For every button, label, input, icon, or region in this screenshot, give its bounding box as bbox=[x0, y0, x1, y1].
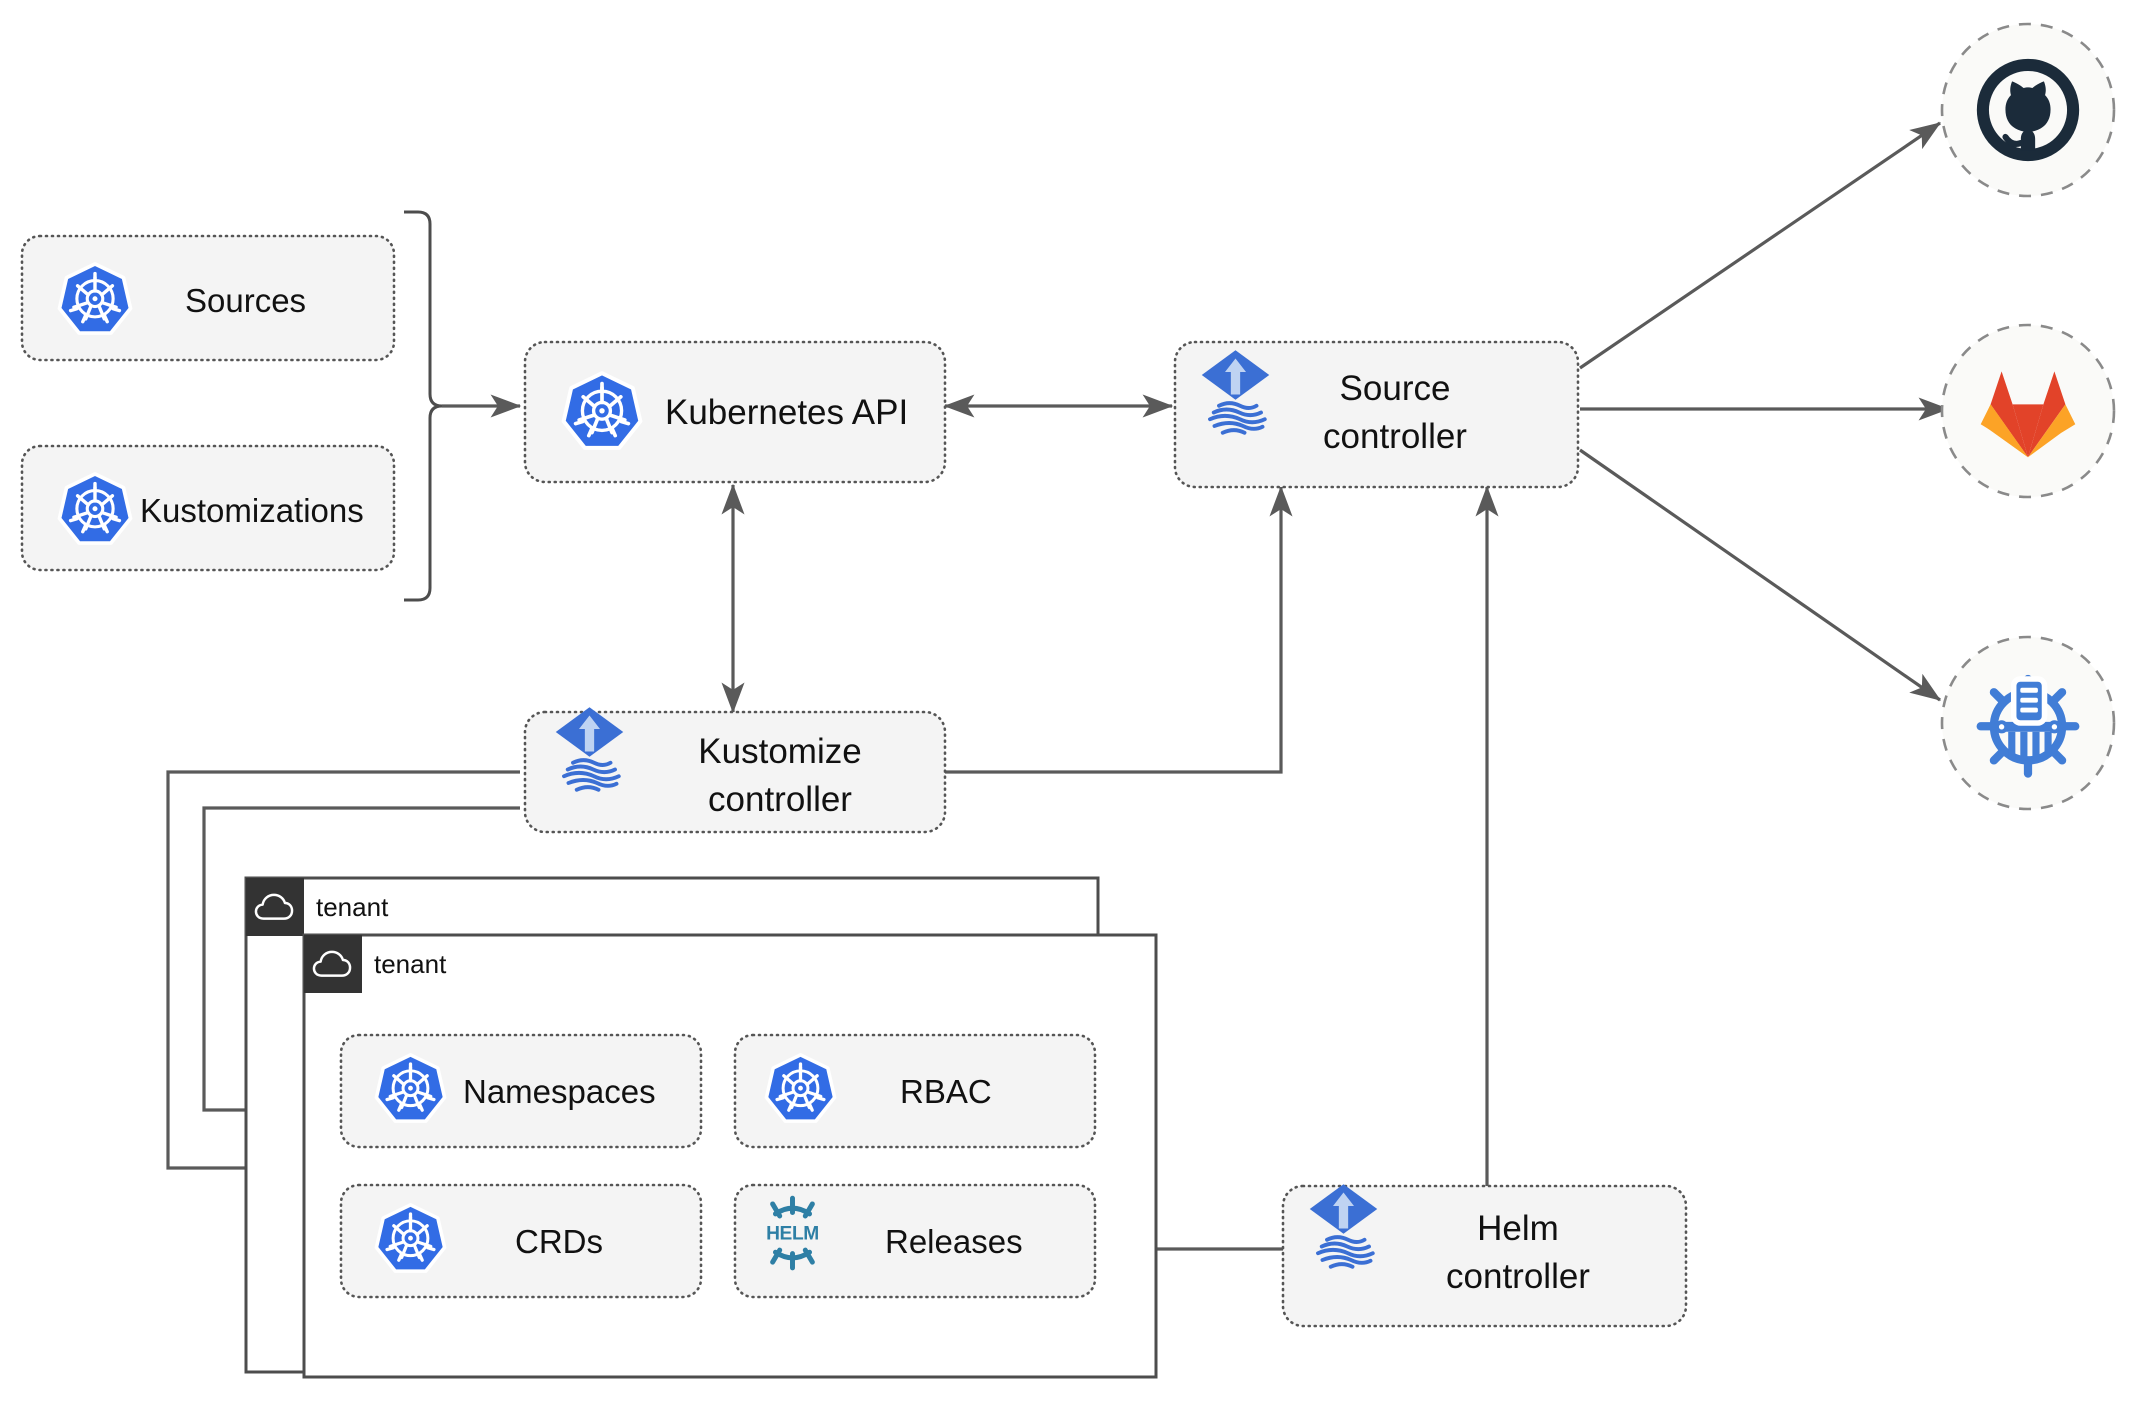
node-kubernetes-api[interactable]: Kubernetes API bbox=[523, 340, 947, 484]
helm-controller-label-line2: controller bbox=[1446, 1257, 1590, 1296]
kubernetes-icon bbox=[374, 1203, 447, 1273]
tenant-inner-tab bbox=[304, 935, 362, 993]
source-controller-label-line2: controller bbox=[1323, 417, 1467, 456]
helm-controller-label-line1: Helm bbox=[1477, 1209, 1559, 1248]
kubernetes-icon bbox=[57, 472, 133, 545]
tenant-inner-label: tenant bbox=[374, 949, 447, 979]
source-controller-box bbox=[1173, 340, 1580, 489]
kubernetes-icon bbox=[764, 1053, 837, 1123]
kubernetes-icon bbox=[564, 373, 641, 448]
source-controller-label-line1: Source bbox=[1340, 369, 1451, 408]
kustomizations-label: Kustomizations bbox=[140, 492, 364, 529]
kustomize-controller-box bbox=[523, 710, 947, 834]
rbac-box bbox=[733, 1033, 1097, 1149]
tenant-inner-container[interactable]: tenant bbox=[302, 933, 1158, 1379]
tenant-inner-frame bbox=[302, 933, 1158, 1379]
helm-controller-box bbox=[1281, 1184, 1688, 1328]
helm-icon bbox=[766, 1198, 819, 1268]
resource-box-kustomizations[interactable]: Kustomizations bbox=[20, 444, 396, 572]
tenant-resource-rbac[interactable]: RBAC bbox=[733, 1033, 1097, 1149]
kubernetes-api-box bbox=[523, 340, 947, 484]
arrow-source-controller-to-artifact-repo bbox=[1579, 448, 1942, 702]
connectors bbox=[166, 121, 1950, 1261]
kubernetes-icon bbox=[374, 1053, 447, 1123]
crds-label: CRDs bbox=[515, 1223, 603, 1260]
kubernetes-api-label: Kubernetes API bbox=[665, 393, 908, 432]
external-source-gitlab[interactable] bbox=[1940, 323, 2116, 499]
arrow-kustomize-to-source-controller bbox=[945, 485, 1293, 774]
sources-bracket bbox=[404, 210, 443, 602]
node-source-controller[interactable]: Source controller bbox=[1173, 340, 1580, 489]
node-kustomize-controller[interactable]: Kustomize controller bbox=[523, 705, 947, 834]
tenant-resource-releases[interactable]: Releases bbox=[733, 1183, 1097, 1299]
kustomize-controller-label-line1: Kustomize bbox=[698, 732, 861, 771]
resource-box-sources[interactable]: Sources bbox=[20, 234, 396, 362]
namespaces-label: Namespaces bbox=[463, 1073, 656, 1110]
rbac-label: RBAC bbox=[900, 1073, 992, 1110]
external-source-github[interactable] bbox=[1940, 22, 2116, 198]
releases-label: Releases bbox=[885, 1223, 1023, 1260]
artifact-repository-icon bbox=[1981, 679, 2076, 774]
node-helm-controller[interactable]: Helm controller bbox=[1281, 1182, 1688, 1328]
tenant-resource-crds[interactable]: CRDs bbox=[339, 1183, 703, 1299]
kustomize-controller-label-line2: controller bbox=[708, 780, 852, 819]
arrow-kustomize-to-tenant-outer bbox=[166, 770, 520, 1180]
external-source-artifact-repository[interactable] bbox=[1940, 635, 2116, 811]
sources-label: Sources bbox=[185, 282, 306, 319]
arrow-source-controller-to-github bbox=[1579, 121, 1942, 370]
kubernetes-icon bbox=[57, 262, 133, 335]
tenant-resource-namespaces[interactable]: Namespaces bbox=[339, 1033, 703, 1149]
tenant-outer-tab bbox=[246, 878, 304, 936]
tenant-outer-label: tenant bbox=[316, 892, 389, 922]
releases-box bbox=[733, 1183, 1097, 1299]
